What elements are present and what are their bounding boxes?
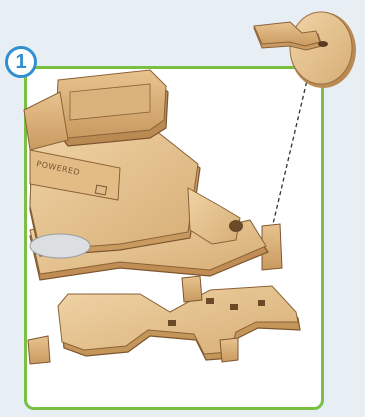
wooden-bracket-part — [254, 12, 356, 88]
wooden-model-base: POWERED — [24, 70, 300, 364]
step-number: 1 — [15, 51, 26, 74]
step-number-badge: 1 — [5, 46, 37, 78]
